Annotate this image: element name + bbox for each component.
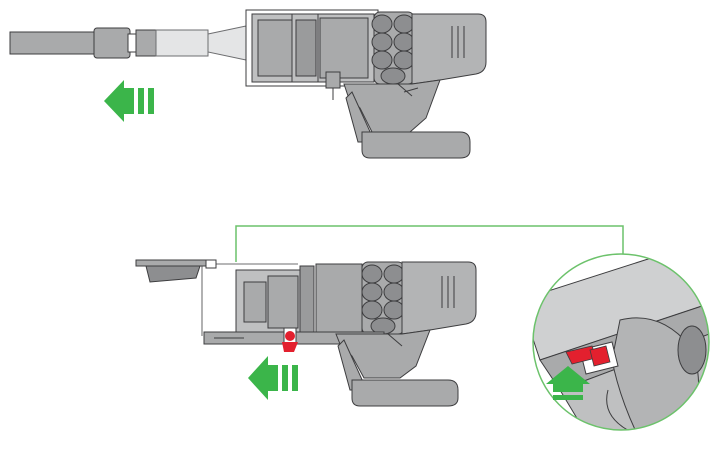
zoom-detail (532, 253, 710, 431)
callout-line (235, 225, 624, 262)
motor-housing (411, 13, 487, 85)
arrow-left-icon (248, 356, 298, 400)
bin-catch (325, 71, 341, 100)
red-release-lever-icon (282, 331, 298, 352)
bin-body-open (235, 263, 363, 335)
wand-tube (9, 31, 97, 55)
motor-housing-2 (401, 261, 477, 335)
cyclone-stack-2 (361, 261, 405, 335)
arrow-left-icon (104, 80, 154, 122)
cyclone-stack (371, 11, 415, 85)
handle-battery (343, 79, 471, 159)
wand-connector (93, 27, 157, 59)
clear-inlet (155, 25, 247, 61)
handle-battery-2 (335, 329, 459, 407)
bin-lid (135, 259, 217, 283)
bin-body (251, 13, 375, 83)
step-2-group (135, 225, 710, 431)
arrow-up-icon (546, 366, 590, 400)
step-1-group (9, 9, 487, 159)
